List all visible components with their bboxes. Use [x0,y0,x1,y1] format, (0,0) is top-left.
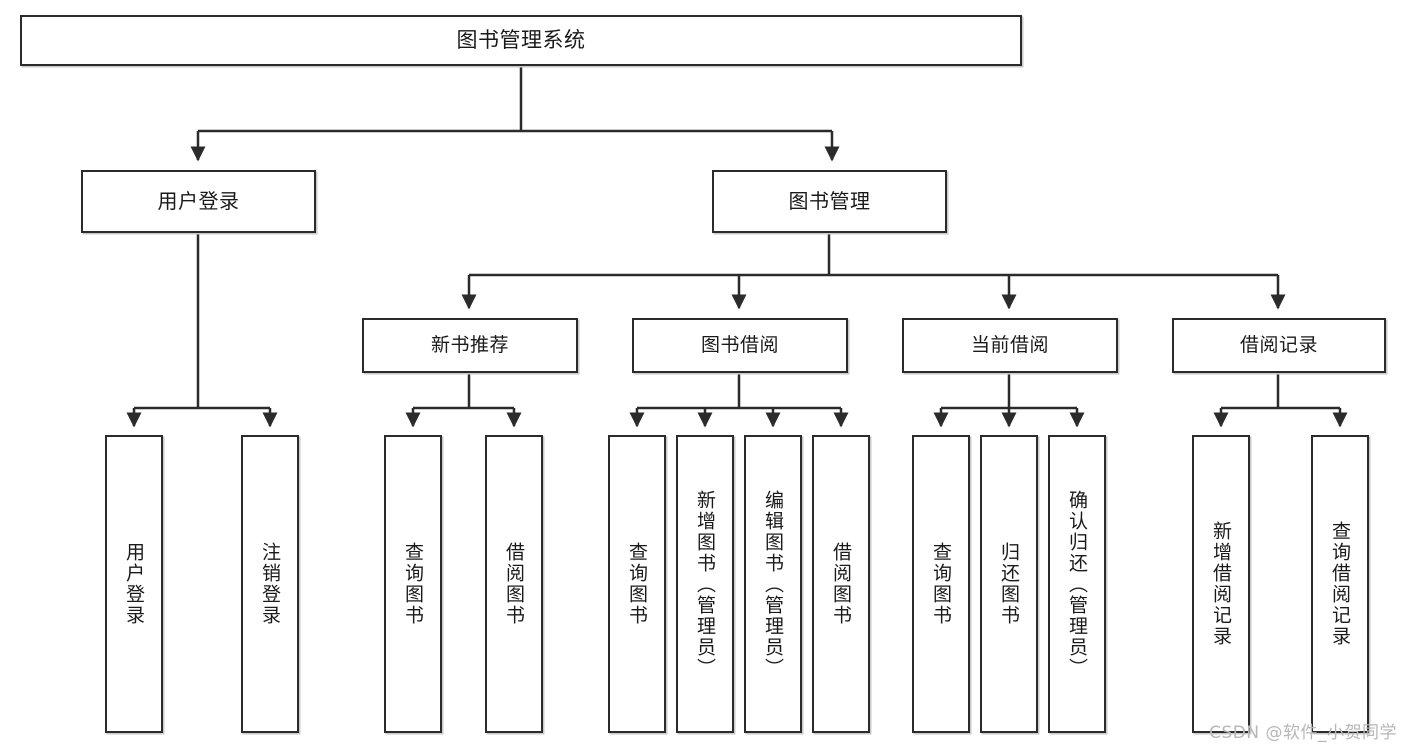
leaf-label: 编辑图书（管理员） [762,489,785,679]
leaf-confirm-return-admin[interactable]: 确认归还（管理员） [1048,435,1106,733]
leaf-add-borrow-record[interactable]: 新增借阅记录 [1192,435,1250,733]
node-user-login[interactable]: 用户登录 [81,170,316,233]
leaf-borrow-book[interactable]: 借阅图书 [812,435,870,733]
leaf-add-book-admin[interactable]: 新增图书（管理员） [676,435,734,733]
leaf-user-login[interactable]: 用户登录 [105,435,163,733]
node-new-book-recommend-label: 新书推荐 [430,333,509,356]
node-root-label: 图书管理系统 [456,27,586,52]
leaf-return-book[interactable]: 归还图书 [980,435,1038,733]
leaf-query-book-new[interactable]: 查询图书 [384,435,442,733]
leaf-query-book[interactable]: 查询图书 [608,435,666,733]
leaf-label: 查询图书 [402,542,425,626]
node-book-borrow[interactable]: 图书借阅 [632,318,848,373]
leaf-label: 借阅图书 [830,542,853,626]
leaf-label: 新增图书（管理员） [694,489,717,679]
leaf-label: 新增借阅记录 [1210,521,1233,647]
node-borrow-records-label: 借阅记录 [1239,333,1318,356]
leaf-edit-book-admin[interactable]: 编辑图书（管理员） [744,435,802,733]
node-book-borrow-label: 图书借阅 [700,333,779,356]
csdn-watermark: CSDN @软件_小贺同学 [1209,723,1397,743]
leaf-label: 归还图书 [998,542,1021,626]
leaf-label: 用户登录 [123,542,146,626]
node-new-book-recommend[interactable]: 新书推荐 [362,318,578,373]
leaf-borrow-book-new[interactable]: 借阅图书 [485,435,543,733]
leaf-label: 借阅图书 [503,542,526,626]
leaf-label: 查询借阅记录 [1329,521,1352,647]
node-current-borrow[interactable]: 当前借阅 [902,318,1118,373]
node-book-management[interactable]: 图书管理 [712,170,947,233]
node-root[interactable]: 图书管理系统 [20,15,1022,66]
leaf-label: 确认归还（管理员） [1066,489,1089,679]
node-current-borrow-label: 当前借阅 [970,333,1049,356]
leaf-query-borrow-record[interactable]: 查询借阅记录 [1311,435,1369,733]
leaf-label: 查询图书 [930,542,953,626]
leaf-label: 查询图书 [626,542,649,626]
leaf-user-logout[interactable]: 注销登录 [241,435,299,733]
leaf-query-book-current[interactable]: 查询图书 [912,435,970,733]
node-book-management-label: 图书管理 [788,189,871,214]
leaf-label: 注销登录 [259,542,282,626]
node-borrow-records[interactable]: 借阅记录 [1172,318,1386,373]
node-user-login-label: 用户登录 [157,189,240,214]
